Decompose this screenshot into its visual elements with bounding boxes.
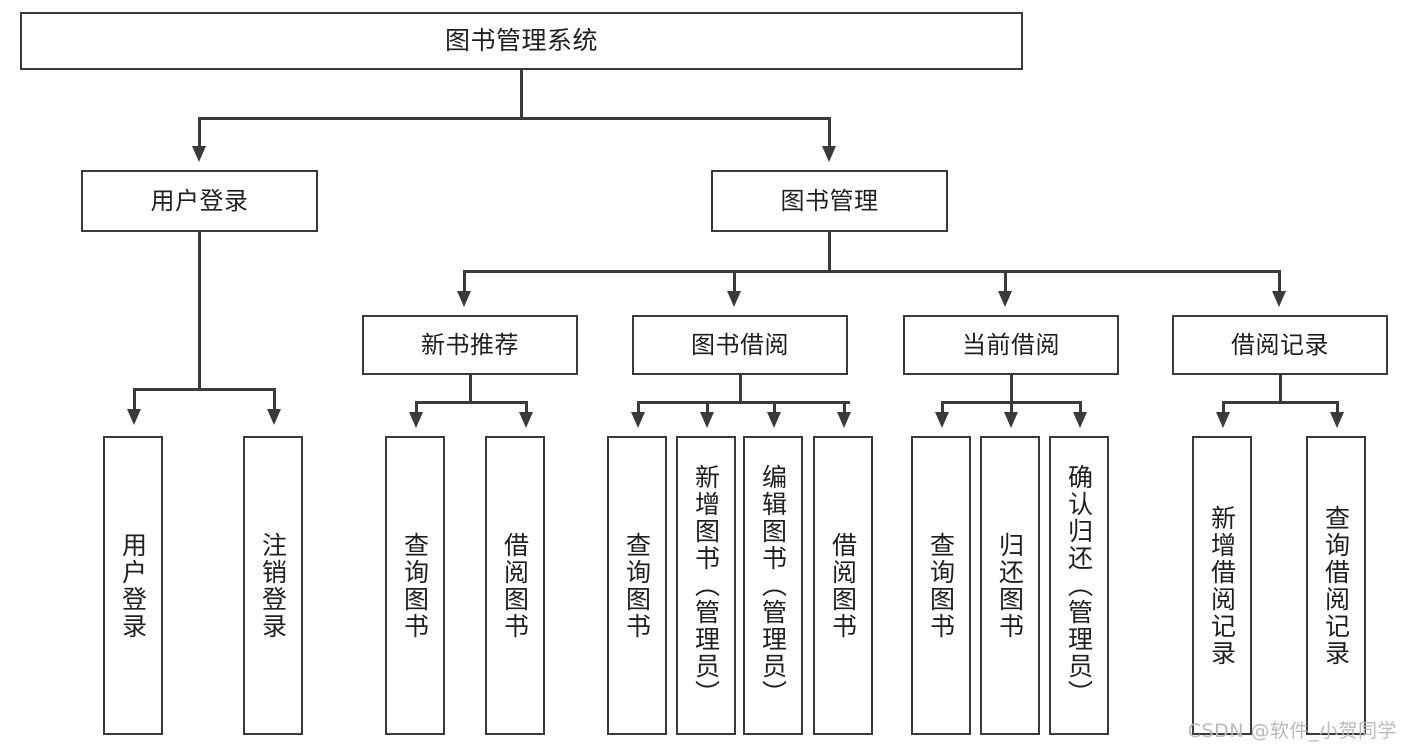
leaf-bb-search-book[interactable]: 查询图书 bbox=[607, 436, 667, 735]
arrowhead-current-borrow bbox=[998, 291, 1012, 307]
node-book-management[interactable]: 图书管理 bbox=[711, 170, 948, 232]
connector-root-stem bbox=[520, 70, 523, 118]
leaf-label: 借阅图书 bbox=[828, 531, 858, 640]
arrowhead-bb-leaf-1 bbox=[631, 412, 645, 428]
arrowhead-br-leaf-2 bbox=[1330, 412, 1344, 428]
arrowhead-user-login-leaf-2 bbox=[267, 409, 281, 425]
node-new-book-recommend[interactable]: 新书推荐 bbox=[362, 315, 578, 375]
leaf-label: 编辑图书（管理员） bbox=[758, 464, 788, 707]
arrowhead-new-book-recommend bbox=[457, 291, 471, 307]
arrowhead-book-management bbox=[822, 146, 836, 162]
node-root-book-management-system[interactable]: 图书管理系统 bbox=[20, 12, 1023, 70]
arrowhead-cb-leaf-3 bbox=[1073, 412, 1087, 428]
leaf-bb-edit-book-admin[interactable]: 编辑图书（管理员） bbox=[743, 436, 803, 735]
arrowhead-book-borrow bbox=[727, 291, 741, 307]
connector-cb-leaf-1 bbox=[941, 401, 944, 413]
arrowhead-bb-leaf-2 bbox=[700, 412, 714, 428]
connector-level3-bus bbox=[463, 270, 1280, 273]
connector-root-to-user-login bbox=[198, 117, 201, 147]
arrowhead-br-leaf-1 bbox=[1216, 412, 1230, 428]
leaf-logout[interactable]: 注销登录 bbox=[243, 436, 303, 735]
arrowhead-nbr-leaf-1 bbox=[409, 412, 423, 428]
arrowhead-cb-leaf-2 bbox=[1004, 412, 1018, 428]
leaf-label: 借阅图书 bbox=[500, 531, 530, 640]
arrowhead-borrow-record bbox=[1272, 291, 1286, 307]
leaf-user-login[interactable]: 用户登录 bbox=[103, 436, 163, 735]
connector-br-leaf-2 bbox=[1336, 401, 1339, 413]
connector-book-management-stem bbox=[828, 232, 831, 272]
connector-to-book-borrow bbox=[733, 270, 736, 292]
node-label: 借阅记录 bbox=[1231, 330, 1329, 359]
node-user-login[interactable]: 用户登录 bbox=[81, 170, 318, 232]
node-label: 图书管理系统 bbox=[444, 26, 598, 56]
connector-new-book-recommend-bus bbox=[415, 401, 528, 404]
leaf-br-add-record[interactable]: 新增借阅记录 bbox=[1192, 436, 1252, 735]
node-label: 新书推荐 bbox=[421, 330, 519, 359]
node-current-borrow[interactable]: 当前借阅 bbox=[903, 315, 1119, 375]
connector-borrow-record-stem bbox=[1279, 375, 1282, 403]
leaf-bb-add-book-admin[interactable]: 新增图书（管理员） bbox=[676, 436, 736, 735]
leaf-label: 归还图书 bbox=[995, 531, 1025, 640]
connector-bb-leaf-1 bbox=[637, 401, 640, 413]
connector-user-login-bus bbox=[133, 388, 276, 391]
leaf-label: 确认归还（管理员） bbox=[1064, 464, 1094, 707]
leaf-br-search-record[interactable]: 查询借阅记录 bbox=[1306, 436, 1366, 735]
connector-nbr-leaf-1 bbox=[415, 401, 418, 413]
leaf-label: 查询借阅记录 bbox=[1321, 504, 1351, 667]
connector-cb-leaf-2 bbox=[1010, 401, 1013, 413]
connector-current-borrow-stem bbox=[1010, 375, 1013, 403]
connector-nbr-leaf-2 bbox=[525, 401, 528, 413]
connector-root-to-book-management bbox=[828, 117, 831, 147]
leaf-label: 用户登录 bbox=[118, 531, 148, 640]
arrowhead-bb-leaf-3 bbox=[767, 412, 781, 428]
connector-bb-leaf-2 bbox=[706, 401, 709, 413]
node-label: 图书管理 bbox=[780, 186, 879, 215]
leaf-nbr-borrow-book[interactable]: 借阅图书 bbox=[485, 436, 545, 735]
connector-user-login-to-leaf-2 bbox=[273, 388, 276, 410]
leaf-label: 新增图书（管理员） bbox=[691, 464, 721, 707]
connector-cb-leaf-3 bbox=[1079, 401, 1082, 413]
connector-root-bus bbox=[198, 117, 830, 120]
node-label: 图书借阅 bbox=[691, 330, 789, 359]
node-book-borrow[interactable]: 图书借阅 bbox=[632, 315, 848, 375]
node-label: 当前借阅 bbox=[962, 330, 1060, 359]
connector-user-login-to-leaf-1 bbox=[133, 388, 136, 410]
connector-to-current-borrow bbox=[1004, 270, 1007, 292]
connector-book-borrow-bus bbox=[637, 401, 850, 404]
leaf-cb-confirm-return-admin[interactable]: 确认归还（管理员） bbox=[1049, 436, 1109, 735]
leaf-label: 注销登录 bbox=[258, 531, 288, 640]
connector-new-book-recommend-stem bbox=[469, 375, 472, 403]
connector-bb-leaf-3 bbox=[773, 401, 776, 413]
connector-bb-leaf-4 bbox=[843, 401, 846, 413]
connector-user-login-stem bbox=[198, 232, 201, 390]
leaf-label: 查询图书 bbox=[622, 531, 652, 640]
leaf-cb-return-book[interactable]: 归还图书 bbox=[980, 436, 1040, 735]
node-label: 用户登录 bbox=[150, 186, 249, 215]
leaf-label: 查询图书 bbox=[926, 531, 956, 640]
arrowhead-user-login-leaf-1 bbox=[127, 409, 141, 425]
leaf-label: 查询图书 bbox=[400, 531, 430, 640]
leaf-nbr-search-book[interactable]: 查询图书 bbox=[385, 436, 445, 735]
leaf-bb-borrow-book[interactable]: 借阅图书 bbox=[813, 436, 873, 735]
leaf-cb-search-book[interactable]: 查询图书 bbox=[911, 436, 971, 735]
leaf-label: 新增借阅记录 bbox=[1207, 504, 1237, 667]
connector-to-borrow-record bbox=[1278, 270, 1281, 292]
connector-br-leaf-1 bbox=[1222, 401, 1225, 413]
connector-book-borrow-stem bbox=[739, 375, 742, 403]
connector-to-new-book-recommend bbox=[463, 270, 466, 292]
node-borrow-record[interactable]: 借阅记录 bbox=[1172, 315, 1388, 375]
arrowhead-cb-leaf-1 bbox=[935, 412, 949, 428]
arrowhead-nbr-leaf-2 bbox=[519, 412, 533, 428]
arrowhead-user-login bbox=[192, 146, 206, 162]
connector-borrow-record-bus bbox=[1222, 401, 1339, 404]
arrowhead-bb-leaf-4 bbox=[837, 412, 851, 428]
